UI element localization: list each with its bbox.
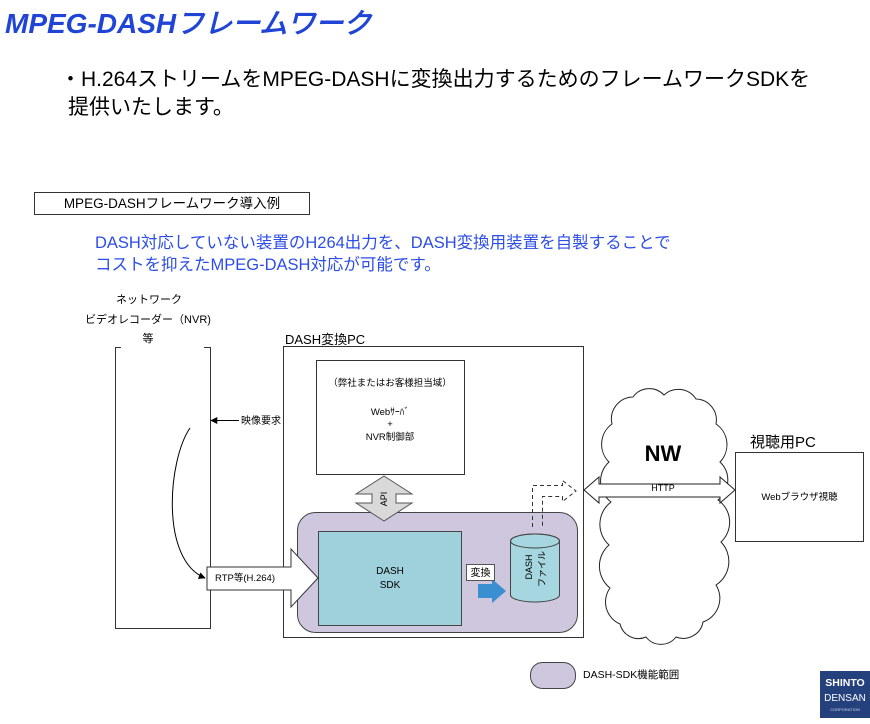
internal-stream-arrow (171, 427, 206, 579)
dash-sdk-box (318, 531, 462, 626)
video-request-label: 映像要求 (241, 415, 281, 427)
dash-file-label-line-1: DASH (524, 554, 534, 579)
network-cloud (598, 388, 731, 645)
dash-file-cylinder (510, 533, 560, 603)
control-area-box (316, 360, 465, 475)
control-area-scope: （弊社またはお客様担当域） (328, 377, 452, 389)
control-area-line-3: NVR制御部 (366, 431, 415, 443)
legend-swatch (530, 662, 576, 689)
convert-label-box (466, 564, 495, 581)
viewer-pc-label: 視聴用PC (750, 434, 816, 451)
dash-sdk-label-line-2: SDK (380, 580, 401, 591)
description-line-2: コストを抑えたMPEG-DASH対応が可能です。 (95, 255, 441, 274)
nvr-label-line-2: ビデオレコーダー（NVR) (85, 312, 211, 326)
bullet-line-1: ・H.264ストリームをMPEG-DASHに変換出力するためのフレームワークSD… (60, 68, 810, 91)
viewer-pc-content: Webブラウザ視聴 (761, 491, 838, 503)
logo-line-3: CORPORATION (830, 707, 860, 712)
logo-line-1: SHINTO (825, 677, 864, 689)
viewer-pc-box (735, 452, 864, 542)
dash-file-label-line-2: ファイル (537, 551, 547, 587)
dash-file-cylinder-top (510, 533, 560, 549)
example-heading-box (34, 192, 310, 215)
api-arrow (354, 475, 414, 522)
rtp-stream-arrow (206, 547, 319, 609)
http-label: HTTP (651, 483, 675, 493)
bullet-line-2: 提供いたします。 (68, 96, 234, 119)
dash-sdk-label-line-1: DASH (376, 566, 404, 577)
rtp-stream-label: RTP等(H.264) (215, 572, 275, 584)
dash-pc-label: DASH変換PC (285, 332, 365, 347)
description-line-1: DASH対応していない装置のH264出力を、DASH変換用装置を自製することで (95, 233, 671, 252)
nvr-box (115, 347, 211, 629)
control-area-line-1: Webｻｰﾊﾞ (371, 407, 409, 418)
logo-background (820, 671, 870, 718)
convert-label: 変換 (471, 566, 491, 579)
slide-title: MPEG-DASHフレームワーク (5, 8, 373, 39)
logo-line-2: DENSAN (824, 693, 866, 704)
nvr-label-line-1: ネットワーク (116, 293, 182, 306)
network-label: NW (645, 441, 682, 466)
company-logo: SHINTO DENSAN CORPORATION (820, 671, 870, 718)
legend-label: DASH-SDK機能範囲 (583, 668, 679, 681)
dash-output-arrow (532, 479, 577, 527)
example-heading-label: MPEG-DASHフレームワーク導入例 (64, 196, 280, 211)
control-area-line-2: + (387, 419, 393, 430)
convert-arrow (478, 579, 506, 603)
nvr-label-line-3: 等 (143, 331, 154, 345)
dash-pc-box (283, 346, 584, 638)
api-label: API (379, 492, 389, 507)
